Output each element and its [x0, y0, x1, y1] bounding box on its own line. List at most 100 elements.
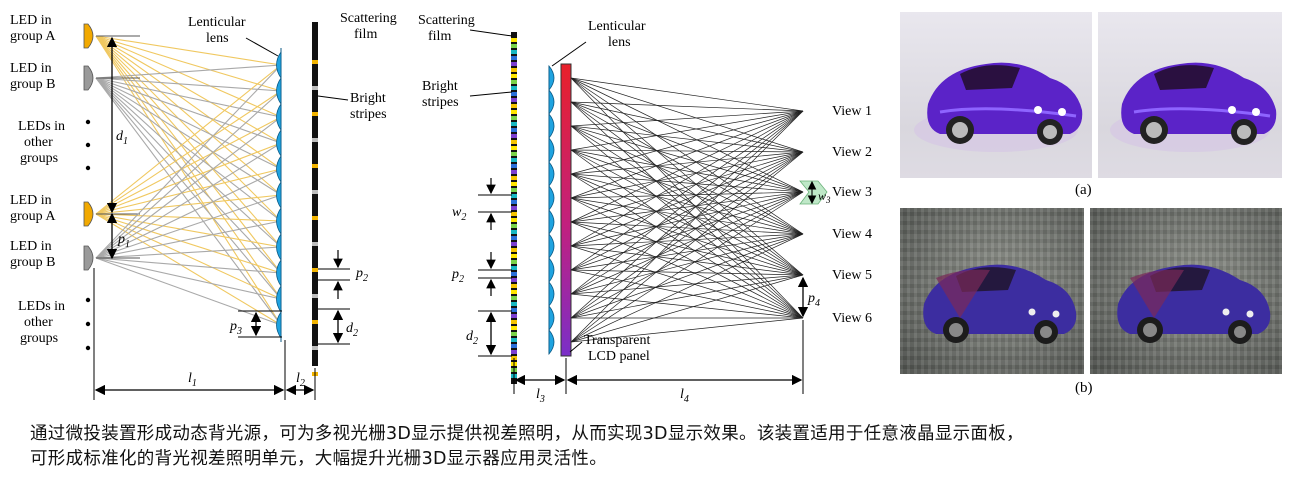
view-ray — [570, 173, 804, 319]
symbol-l1: l1 — [188, 371, 197, 389]
photo-b-left-view — [900, 208, 1084, 374]
bright-stripe — [511, 338, 517, 342]
label-view-1: View 1 — [832, 104, 872, 119]
bright-stripe — [511, 62, 517, 66]
light-ray — [95, 194, 282, 215]
label-lenticular-lens-left: Lenticular lens — [188, 15, 249, 46]
label-scattering-film-middle: Scattering film — [418, 13, 478, 44]
bright-stripe — [511, 80, 517, 84]
lenslet-icon — [548, 88, 555, 116]
bright-stripe — [511, 134, 517, 138]
light-ray — [95, 90, 282, 259]
view-ray — [570, 101, 804, 153]
view-ray — [570, 110, 804, 223]
light-ray — [95, 116, 282, 259]
lenslet-icon — [548, 160, 555, 188]
view-ray — [570, 173, 804, 276]
led-a-icon — [83, 201, 94, 227]
light-ray — [95, 35, 282, 92]
light-ray — [95, 213, 282, 274]
bright-stripe — [511, 266, 517, 270]
view-ray — [570, 149, 804, 319]
view-ray — [570, 233, 804, 343]
light-ray — [95, 77, 282, 144]
bright-stripe — [511, 92, 517, 96]
view-ray — [570, 221, 804, 276]
view-ray — [570, 110, 804, 319]
view-ray — [570, 293, 804, 319]
lenslet-icon — [276, 102, 282, 132]
lenslet-icon — [276, 206, 282, 236]
bright-stripe — [511, 236, 517, 240]
light-ray — [95, 77, 282, 92]
bright-stripe — [511, 164, 517, 168]
bright-stripe — [312, 86, 318, 90]
symbol-p4: p4 — [807, 291, 820, 309]
view-ray — [570, 149, 804, 153]
photo-a-right-view — [1098, 12, 1282, 178]
light-ray — [95, 77, 282, 248]
bright-stripe — [511, 200, 517, 204]
bright-stripe — [511, 230, 517, 234]
light-ray — [95, 35, 282, 222]
bright-stripe — [511, 332, 517, 336]
view-ray — [570, 151, 804, 247]
light-ray — [95, 35, 282, 118]
view-ray — [570, 151, 804, 271]
view-ray — [570, 191, 804, 199]
bright-stripe — [312, 216, 318, 220]
view-ray — [570, 110, 804, 271]
light-rays — [95, 35, 282, 326]
scattering-film-middle — [511, 32, 517, 384]
bright-stripe — [312, 346, 318, 350]
lenslet-icon — [548, 208, 555, 236]
view-ray — [570, 151, 804, 343]
bright-stripe — [511, 314, 517, 318]
lenslet-icon — [276, 180, 282, 210]
light-ray — [95, 35, 282, 144]
view-ray — [570, 101, 804, 235]
lenslet-icon — [276, 154, 282, 184]
view-ray — [570, 149, 804, 276]
symbol-p1: p1 — [117, 232, 130, 250]
view-ray — [570, 191, 804, 343]
led-a-icon — [83, 23, 94, 49]
label-leds-other-groups-2: LEDs in other groups — [18, 299, 69, 346]
view-ray — [570, 77, 804, 193]
view-ray — [570, 151, 804, 223]
view-ray — [570, 269, 804, 319]
view-ray — [570, 101, 804, 276]
symbol-p3: p3 — [229, 319, 242, 337]
view-ray — [570, 77, 804, 153]
light-ray — [95, 194, 282, 259]
bright-stripe — [511, 38, 517, 42]
light-ray — [95, 77, 282, 118]
bright-stripe — [511, 140, 517, 144]
light-ray — [95, 142, 282, 215]
light-ray — [95, 213, 282, 326]
view-ray — [570, 110, 804, 175]
view-ray — [570, 125, 804, 193]
bright-stripe — [511, 254, 517, 258]
view-ray — [570, 151, 804, 295]
bright-stripe — [312, 294, 318, 298]
light-ray — [95, 77, 282, 274]
lenslet-icon — [548, 232, 555, 260]
view-ray — [570, 191, 804, 223]
view-ray — [570, 269, 804, 276]
label-view-5: View 5 — [832, 268, 872, 283]
label-lenticular-lens-middle: Lenticular lens — [588, 19, 649, 50]
bright-stripe — [511, 224, 517, 228]
light-ray — [95, 168, 282, 259]
bright-stripe — [511, 302, 517, 306]
view-ray — [570, 77, 804, 276]
light-ray — [95, 90, 282, 215]
bright-stripe — [312, 164, 318, 168]
bright-stripe — [511, 308, 517, 312]
light-ray — [95, 246, 282, 259]
car-image — [914, 62, 1083, 152]
bright-stripe — [511, 320, 517, 324]
bright-stripe — [312, 60, 318, 64]
view-ray — [570, 233, 804, 271]
view-ray — [570, 245, 804, 276]
